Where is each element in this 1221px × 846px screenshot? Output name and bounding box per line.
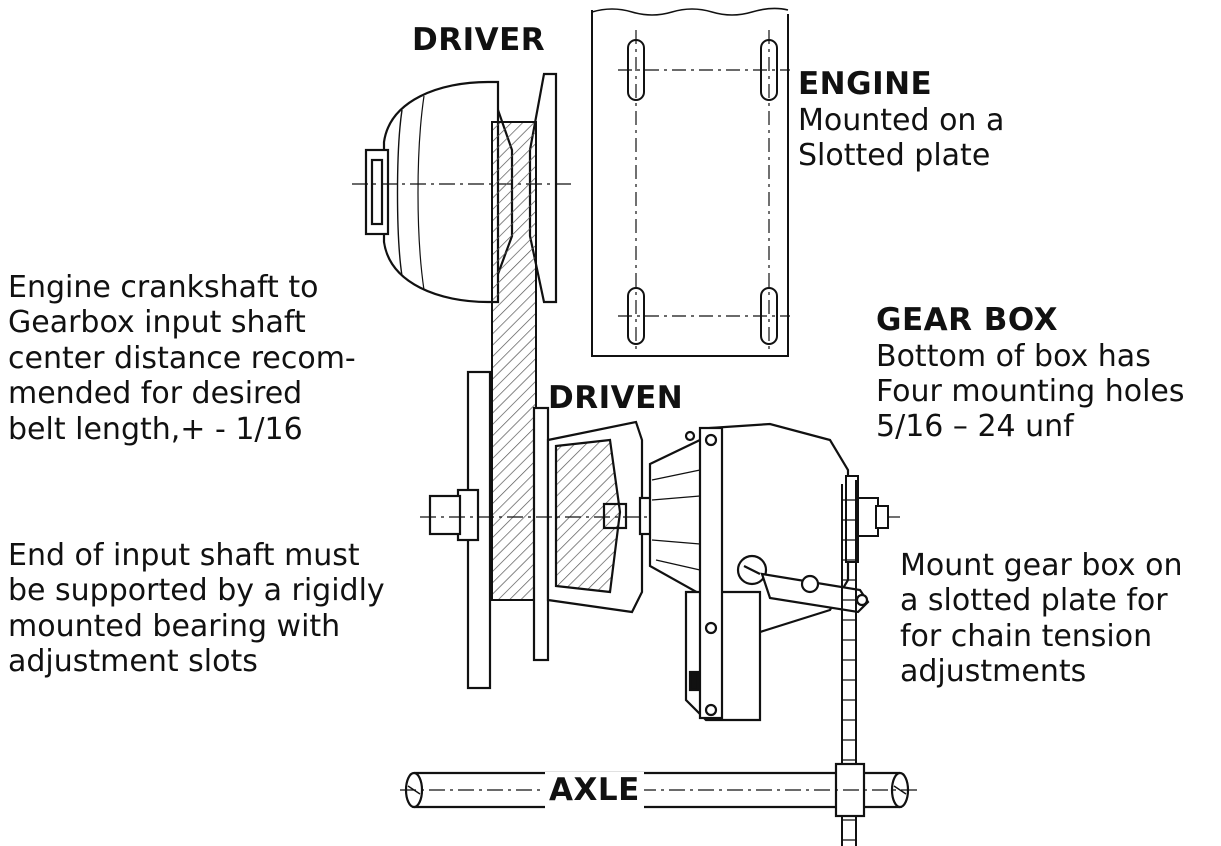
engine-line-1: Mounted on a	[798, 102, 1005, 138]
input-shaft-line-4: adjustment slots	[8, 644, 258, 680]
crankshaft-line-3: center distance recom-	[8, 340, 356, 376]
gearbox-title: GEAR BOX	[876, 302, 1059, 338]
gearbox-callout: GEAR BOX Bottom of box has Four mounting…	[876, 302, 1185, 445]
driver-label: DRIVER	[412, 22, 546, 58]
input-shaft-line-1: End of input shaft must	[8, 538, 360, 573]
driven-label: DRIVEN	[548, 380, 684, 416]
drive-belt	[491, 121, 537, 601]
gear-box	[648, 422, 870, 722]
engine-callout: ENGINE Mounted on a Slotted plate	[798, 66, 1004, 173]
gearbox-line-1: Bottom of box has	[876, 338, 1151, 374]
driven-clutch	[420, 370, 900, 690]
mount-line-1: Mount gear box on	[900, 548, 1183, 583]
crankshaft-line-5: belt length,+ - 1/16	[8, 411, 303, 447]
gearbox-line-3: 5/16 – 24 unf	[876, 409, 1074, 445]
engine-plate	[591, 7, 790, 357]
chain-sprocket	[841, 475, 889, 846]
input-shaft-line-2: be supported by a rigidly	[8, 573, 385, 609]
input-shaft-line-3: mounted bearing with	[8, 608, 341, 644]
mount-line-4: adjustments	[900, 654, 1087, 690]
mount-note: Mount gear box on a slotted plate for fo…	[900, 548, 1182, 690]
crankshaft-line-1: Engine crankshaft to	[8, 270, 319, 305]
engine-line-2: Slotted plate	[798, 137, 991, 173]
input-shaft-note: End of input shaft must be supported by …	[8, 538, 385, 680]
mount-line-2: a slotted plate for	[900, 583, 1168, 619]
gearbox-line-2: Four mounting holes	[876, 373, 1185, 409]
driver-clutch	[352, 72, 575, 304]
axle-label: AXLE	[545, 772, 644, 809]
crankshaft-line-2: Gearbox input shaft	[8, 305, 306, 341]
crankshaft-line-4: mended for desired	[8, 376, 303, 412]
engine-title: ENGINE	[798, 66, 933, 102]
axle-shaft	[400, 762, 920, 818]
mount-line-3: for chain tension	[900, 618, 1153, 654]
crankshaft-note: Engine crankshaft to Gearbox input shaft…	[8, 270, 356, 447]
